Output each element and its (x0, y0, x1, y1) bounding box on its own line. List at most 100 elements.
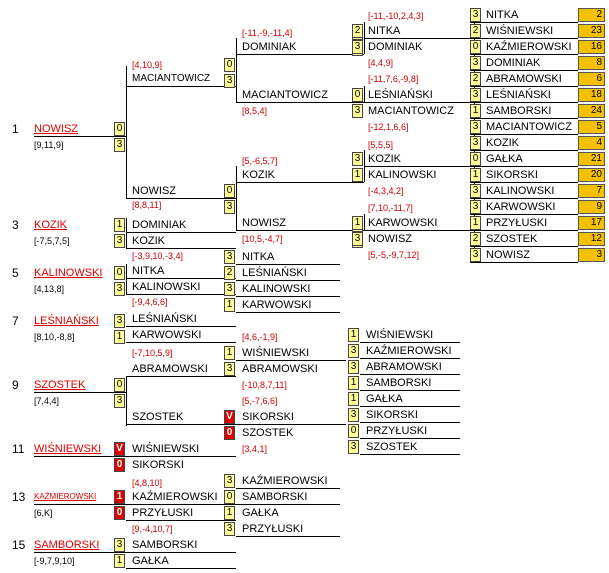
standing-player[interactable]: GAŁKA (486, 153, 523, 165)
seed-result: [-9,7,9,10] (34, 556, 75, 566)
bracket-line (34, 552, 236, 553)
match-result: [-3,9,10,-3,4] (132, 251, 184, 261)
player-name[interactable]: PRZYŁUSKI (242, 523, 304, 535)
match-result: [8,8,11] (132, 200, 162, 210)
standing-player[interactable]: KALINOWSKI (486, 185, 555, 197)
standing-player[interactable]: NITKA (486, 9, 519, 21)
player-name[interactable]: PRZYŁUSKI (366, 425, 428, 437)
seed-name[interactable]: WIŚNIEWSKI (34, 443, 102, 455)
bracket-line (360, 358, 460, 359)
player-name[interactable]: SAMBORSKI (366, 377, 432, 389)
bracket-line (236, 230, 364, 231)
standing-player[interactable]: KAŹMIEROWSKI (486, 41, 572, 53)
seed-name[interactable]: LEŚNIAŃSKI (34, 315, 99, 327)
player-name[interactable]: NOWISZ (132, 185, 176, 197)
player-name[interactable]: SIKORSKI (132, 459, 184, 471)
standing-player[interactable]: KARWOWSKI (486, 201, 556, 213)
row-divider (470, 150, 578, 151)
player-name[interactable]: KALINOWSKI (368, 169, 437, 181)
player-name[interactable]: DOMINIAK (242, 41, 297, 53)
bracket-line (360, 422, 460, 423)
player-name[interactable]: SAMBORSKI (132, 539, 198, 551)
player-name[interactable]: LEŚNIAŃSKI (242, 267, 307, 279)
seed-name[interactable]: KOZIK (34, 219, 68, 231)
player-name[interactable]: SZOSTEK (132, 411, 184, 423)
player-name[interactable]: MACIANTOWICZ (242, 89, 328, 101)
player-name[interactable]: SZOSTEK (366, 441, 418, 453)
player-name[interactable]: GAŁKA (132, 555, 169, 567)
player-name[interactable]: KARWOWSKI (132, 329, 202, 341)
standing-place: 2 (578, 8, 605, 22)
bracket-line (360, 374, 460, 375)
standing-score: 3 (470, 248, 481, 262)
standing-place: 8 (578, 56, 605, 70)
score-box: 1 (348, 376, 359, 390)
score-box: 1 (224, 506, 235, 520)
seed-result: [4,13,8] (34, 284, 65, 294)
standing-score: 3 (470, 8, 481, 22)
player-name[interactable]: NOWISZ (242, 217, 286, 229)
standing-player[interactable]: MACIANTOWICZ (486, 121, 572, 133)
seed-name[interactable]: SZOSTEK (34, 379, 86, 391)
seed-name[interactable]: KALINOWSKI (34, 267, 103, 279)
player-name[interactable]: NOWISZ (368, 233, 412, 245)
player-name[interactable]: KARWOWSKI (242, 299, 312, 311)
player-name[interactable]: SAMBORSKI (242, 491, 308, 503)
player-name[interactable]: DOMINIAK (132, 219, 187, 231)
player-name[interactable]: MACIANTOWICZ (368, 105, 454, 117)
player-name[interactable]: ABRAMOWSKI (242, 363, 318, 375)
score-box: 0 (224, 58, 235, 72)
seed-name[interactable]: SAMBORSKI (34, 539, 100, 551)
player-name[interactable]: MACIANTOWICZ (132, 73, 211, 84)
seed-name[interactable]: KAŹMIEROWSKI (34, 492, 97, 501)
bracket-line (360, 406, 460, 407)
player-name[interactable]: KALINOWSKI (242, 283, 311, 295)
match-result: [-10,8,7,11] (242, 380, 287, 390)
standing-player[interactable]: DOMINIAK (486, 57, 541, 69)
player-name[interactable]: KOZIK (368, 153, 402, 165)
standing-place: 3 (578, 248, 605, 262)
standing-player[interactable]: SIKORSKI (486, 169, 538, 181)
bracket-line (474, 8, 475, 262)
player-name[interactable]: WIŚNIEWSKI (132, 443, 200, 455)
standing-score: 2 (470, 232, 481, 246)
player-name[interactable]: NITKA (132, 265, 165, 277)
bracket-line (236, 166, 237, 230)
standing-player[interactable]: KOZIK (486, 137, 520, 149)
player-name[interactable]: LEŚNIAŃSKI (132, 313, 197, 325)
player-name[interactable]: PRZYŁUSKI (132, 507, 194, 519)
standing-player[interactable]: ABRAMOWSKI (486, 73, 562, 85)
standing-player[interactable]: SAMBORSKI (486, 105, 552, 117)
player-name[interactable]: GAŁKA (242, 507, 279, 519)
standing-player[interactable]: SZOSTEK (486, 233, 538, 245)
player-name[interactable]: KOZIK (242, 169, 276, 181)
player-name[interactable]: WIŚNIEWSKI (242, 347, 310, 359)
player-name[interactable]: KARWOWSKI (368, 217, 438, 229)
player-name[interactable]: KAŹMIEROWSKI (366, 345, 452, 357)
player-name[interactable]: KAŹMIEROWSKI (242, 475, 328, 487)
standing-player[interactable]: NOWISZ (486, 249, 530, 261)
player-name[interactable]: DOMINIAK (368, 41, 423, 53)
player-name[interactable]: ABRAMOWSKI (366, 361, 442, 373)
player-name[interactable]: WIŚNIEWSKI (366, 329, 434, 341)
player-name[interactable]: KALINOWSKI (132, 281, 201, 293)
score-box: 3 (348, 360, 359, 374)
player-name[interactable]: KOZIK (132, 235, 166, 247)
player-name[interactable]: LEŚNIAŃSKI (368, 89, 433, 101)
score-box: 3 (224, 74, 235, 88)
player-name[interactable]: SZOSTEK (242, 427, 294, 439)
score-box: 0 (114, 122, 125, 136)
standing-player[interactable]: WIŚNIEWSKI (486, 25, 554, 37)
standing-player[interactable]: PRZYŁUSKI (486, 217, 548, 229)
player-name[interactable]: NITKA (242, 251, 275, 263)
player-name[interactable]: SIKORSKI (242, 411, 294, 423)
player-name[interactable]: GAŁKA (366, 393, 403, 405)
seed-name[interactable]: NOWISZ (34, 123, 78, 135)
player-name[interactable]: SIKORSKI (366, 409, 418, 421)
player-name[interactable]: ABRAMOWSKI (132, 363, 208, 375)
standing-player[interactable]: LEŚNIAŃSKI (486, 89, 551, 101)
score-box: 3 (224, 282, 235, 296)
standing-place: 7 (578, 184, 605, 198)
player-name[interactable]: NITKA (368, 25, 401, 37)
player-name[interactable]: KAŹMIEROWSKI (132, 491, 218, 503)
